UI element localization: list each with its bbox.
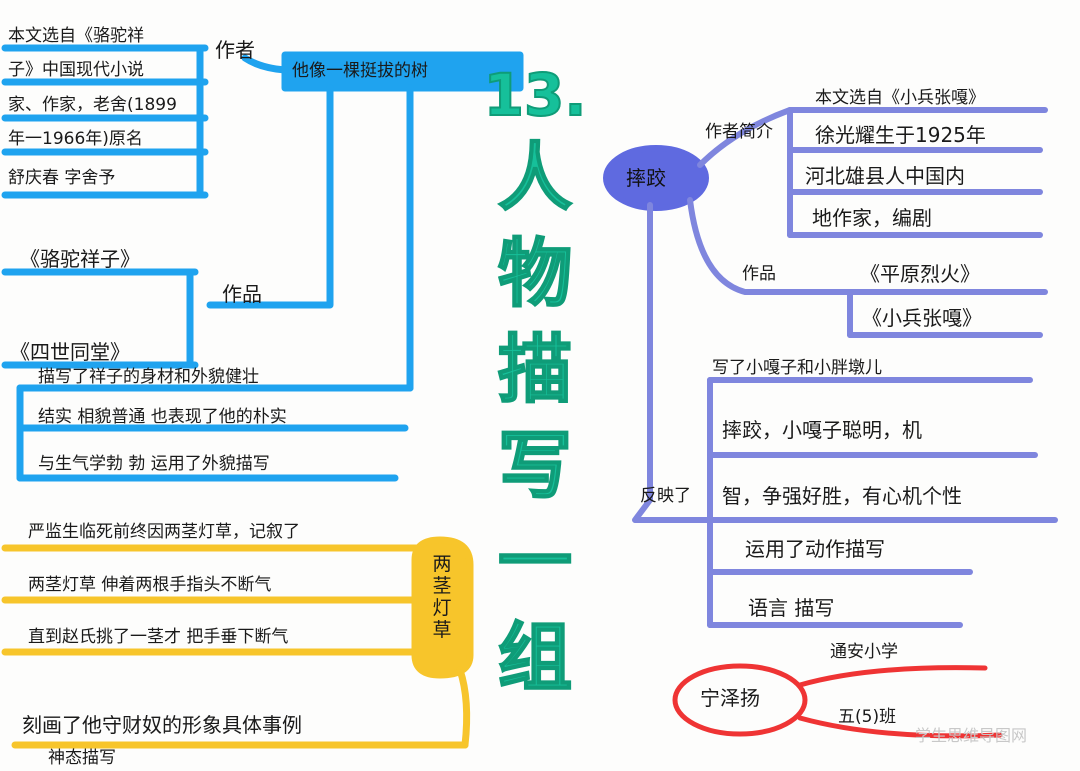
page-title: 13. 人 物 描 写 一 组 — [470, 60, 600, 706]
signature-name: 宁泽扬 — [700, 686, 760, 710]
title-char: 组 — [497, 614, 573, 702]
left-author-line: 年一1966年)原名 — [8, 129, 143, 149]
title-char: 物 — [497, 230, 573, 318]
left-desc-line: 与生气学勃 勃 运用了外貌描写 — [38, 454, 270, 474]
right-reflect-line: 摔跤，小嘎子聪明，机 — [722, 418, 922, 442]
branch-author — [241, 54, 289, 74]
left-works-label: 作品 — [222, 282, 262, 306]
left-author-line: 舒庆春 字舍予 — [8, 168, 116, 188]
title-char: 描 — [497, 326, 573, 414]
title-char: 写 — [497, 422, 573, 510]
right-author-line: 徐光耀生于1925年 — [815, 123, 986, 147]
title-char: 人 — [497, 134, 573, 222]
right-reflect-line: 运用了动作描写 — [745, 537, 885, 561]
left-work-item: 《骆驼祥子》 — [20, 247, 140, 271]
right-author-label: 作者简介 — [705, 122, 773, 142]
right-reflect-line: 语言 描写 — [748, 596, 835, 620]
yellow-label: 两茎灯草 — [432, 553, 452, 641]
right-works-label: 作品 — [742, 264, 776, 284]
title-number: 13. — [483, 60, 588, 130]
yellow-line: 严监生临死前终因两茎灯草，记叙了 — [28, 522, 300, 542]
left-author-line: 本文选自《骆驼祥 — [8, 26, 144, 46]
right-author-line: 河北雄县人中国内 — [805, 164, 965, 188]
left-topic-box — [281, 51, 524, 92]
right-work-item: 《平原烈火》 — [860, 262, 980, 286]
watermark: 学生思维导图网 — [915, 726, 1028, 745]
yellow-sub: 神态描写 — [48, 748, 116, 768]
yellow-line: 两茎灯草 伸着两根手指头不断气 — [28, 575, 272, 595]
left-topic: 他像一棵挺拔的树 — [292, 61, 428, 81]
yellow-line: 直到赵氏挑了一茎才 把手垂下断气 — [28, 627, 289, 647]
right-author-line: 本文选自《小兵张嘎》 — [815, 88, 985, 108]
yellow-line: 刻画了他守财奴的形象具体事例 — [22, 713, 302, 737]
right-work-item: 《小兵张嘎》 — [862, 306, 982, 330]
signature-class: 五(5)班 — [838, 707, 897, 727]
left-author-line: 子》中国现代小说 — [8, 60, 144, 80]
left-desc-line: 结实 相貌普通 也表现了他的朴实 — [38, 407, 287, 427]
right-topic: 摔跤 — [626, 166, 666, 190]
left-author-line: 家、作家，老舍(1899 — [8, 95, 177, 115]
left-work-item: 《四世同堂》 — [10, 340, 130, 364]
right-reflect-line: 写了小嘎子和小胖墩儿 — [712, 358, 882, 378]
signature-school: 通安小学 — [830, 642, 898, 662]
title-char: 一 — [497, 518, 573, 606]
left-author-label: 作者 — [215, 38, 255, 62]
right-reflect-line: 智，争强好胜，有心机个性 — [722, 484, 962, 508]
branch-works — [206, 84, 334, 309]
left-desc-line: 描写了祥子的身材和外貌健壮 — [38, 367, 259, 387]
right-author-line: 地作家，编剧 — [812, 206, 932, 230]
right-reflect-label: 反映了 — [640, 486, 691, 506]
right-topic-bubble — [603, 145, 709, 211]
